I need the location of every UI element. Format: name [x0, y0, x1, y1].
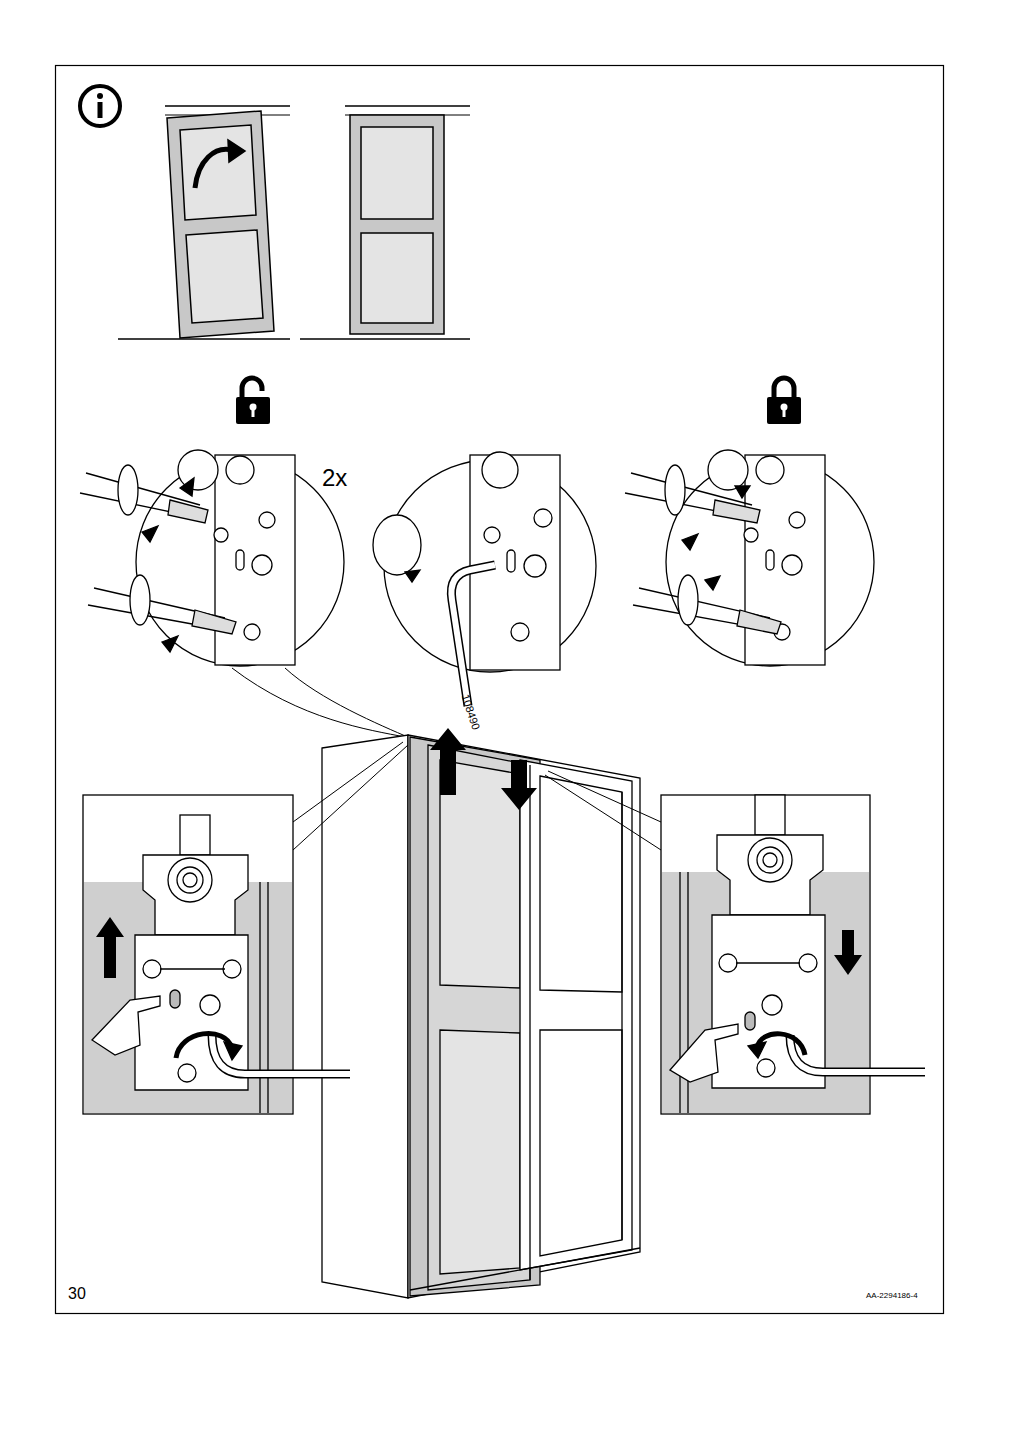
leader-line — [285, 668, 410, 738]
detail-circle — [625, 450, 874, 666]
info-icon — [80, 86, 120, 126]
lock-icon — [767, 378, 801, 424]
tilted-door — [118, 106, 290, 339]
page-number: 30 — [68, 1286, 86, 1302]
part-number: 108490 — [460, 693, 482, 731]
unlock-icon — [236, 378, 270, 424]
wardrobe — [322, 735, 640, 1298]
up-arrow — [96, 917, 124, 978]
detail-box — [83, 795, 350, 1114]
page-frame — [56, 66, 944, 1314]
up-arrow — [430, 728, 466, 795]
detail-circle — [80, 450, 344, 666]
down-arrow — [501, 760, 537, 810]
detail-circle — [373, 452, 596, 706]
leader-line — [545, 775, 661, 850]
quantity-label: 2x — [322, 466, 347, 490]
straight-door — [300, 106, 470, 339]
leader-line — [232, 668, 405, 737]
leader-line — [293, 742, 403, 822]
down-arrow — [834, 930, 862, 975]
leader-line — [548, 771, 661, 822]
document-code: AA-2294186-4 — [866, 1292, 918, 1300]
leader-line — [293, 745, 408, 850]
detail-box — [661, 795, 925, 1114]
